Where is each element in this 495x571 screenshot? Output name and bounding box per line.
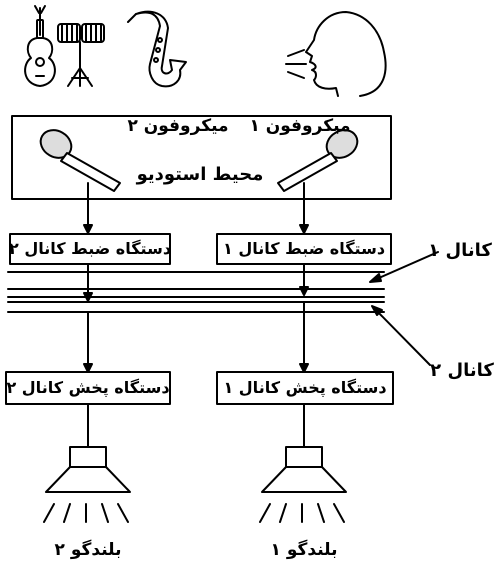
loudspeaker-icon [43, 446, 131, 523]
arrow-down-icon [83, 363, 93, 373]
player-ch1-label: دستگاه پخش کانال ۱ [223, 378, 387, 397]
arrow-down-icon [299, 224, 309, 234]
guitar-icon [24, 5, 56, 87]
loudspeaker-icon [259, 446, 347, 523]
recorder-ch2-box [9, 233, 171, 265]
arrow-down-icon [83, 224, 93, 234]
mic1-label: میکروفون ۱ [249, 116, 351, 136]
arrow-down-icon [299, 363, 309, 373]
voice-lines [285, 49, 307, 79]
drum-icon [57, 23, 105, 87]
arrow-icon [369, 273, 382, 283]
channel2-pointer [373, 307, 431, 366]
studio-environment-label: محیط استودیو [136, 164, 264, 185]
player-ch2-label: دستگاه پخش کانال ۲ [6, 378, 170, 397]
channel1-pointer [371, 251, 439, 282]
arrow-icon [371, 305, 383, 316]
saxophone-icon [127, 10, 187, 88]
microphone-icon [277, 129, 359, 192]
tape-channel2-label: کانال ۲ [430, 360, 494, 381]
speaker2-label: بلندگو ۲ [54, 540, 122, 560]
tape [7, 271, 385, 313]
studio-box [11, 115, 392, 200]
recorder-ch2-label: دستگاه ضبط کانال ۲ [8, 239, 172, 258]
microphone-icon [39, 129, 121, 192]
speaker1-label: بلندگو ۱ [270, 540, 338, 560]
tape-channel1-label: کانال ۱ [428, 240, 492, 261]
recorder-ch1-label: دستگاه ضبط کانال ۱ [222, 239, 386, 258]
mic2-label: میکروفون ۲ [127, 116, 229, 136]
voice-head-icon [305, 11, 387, 97]
